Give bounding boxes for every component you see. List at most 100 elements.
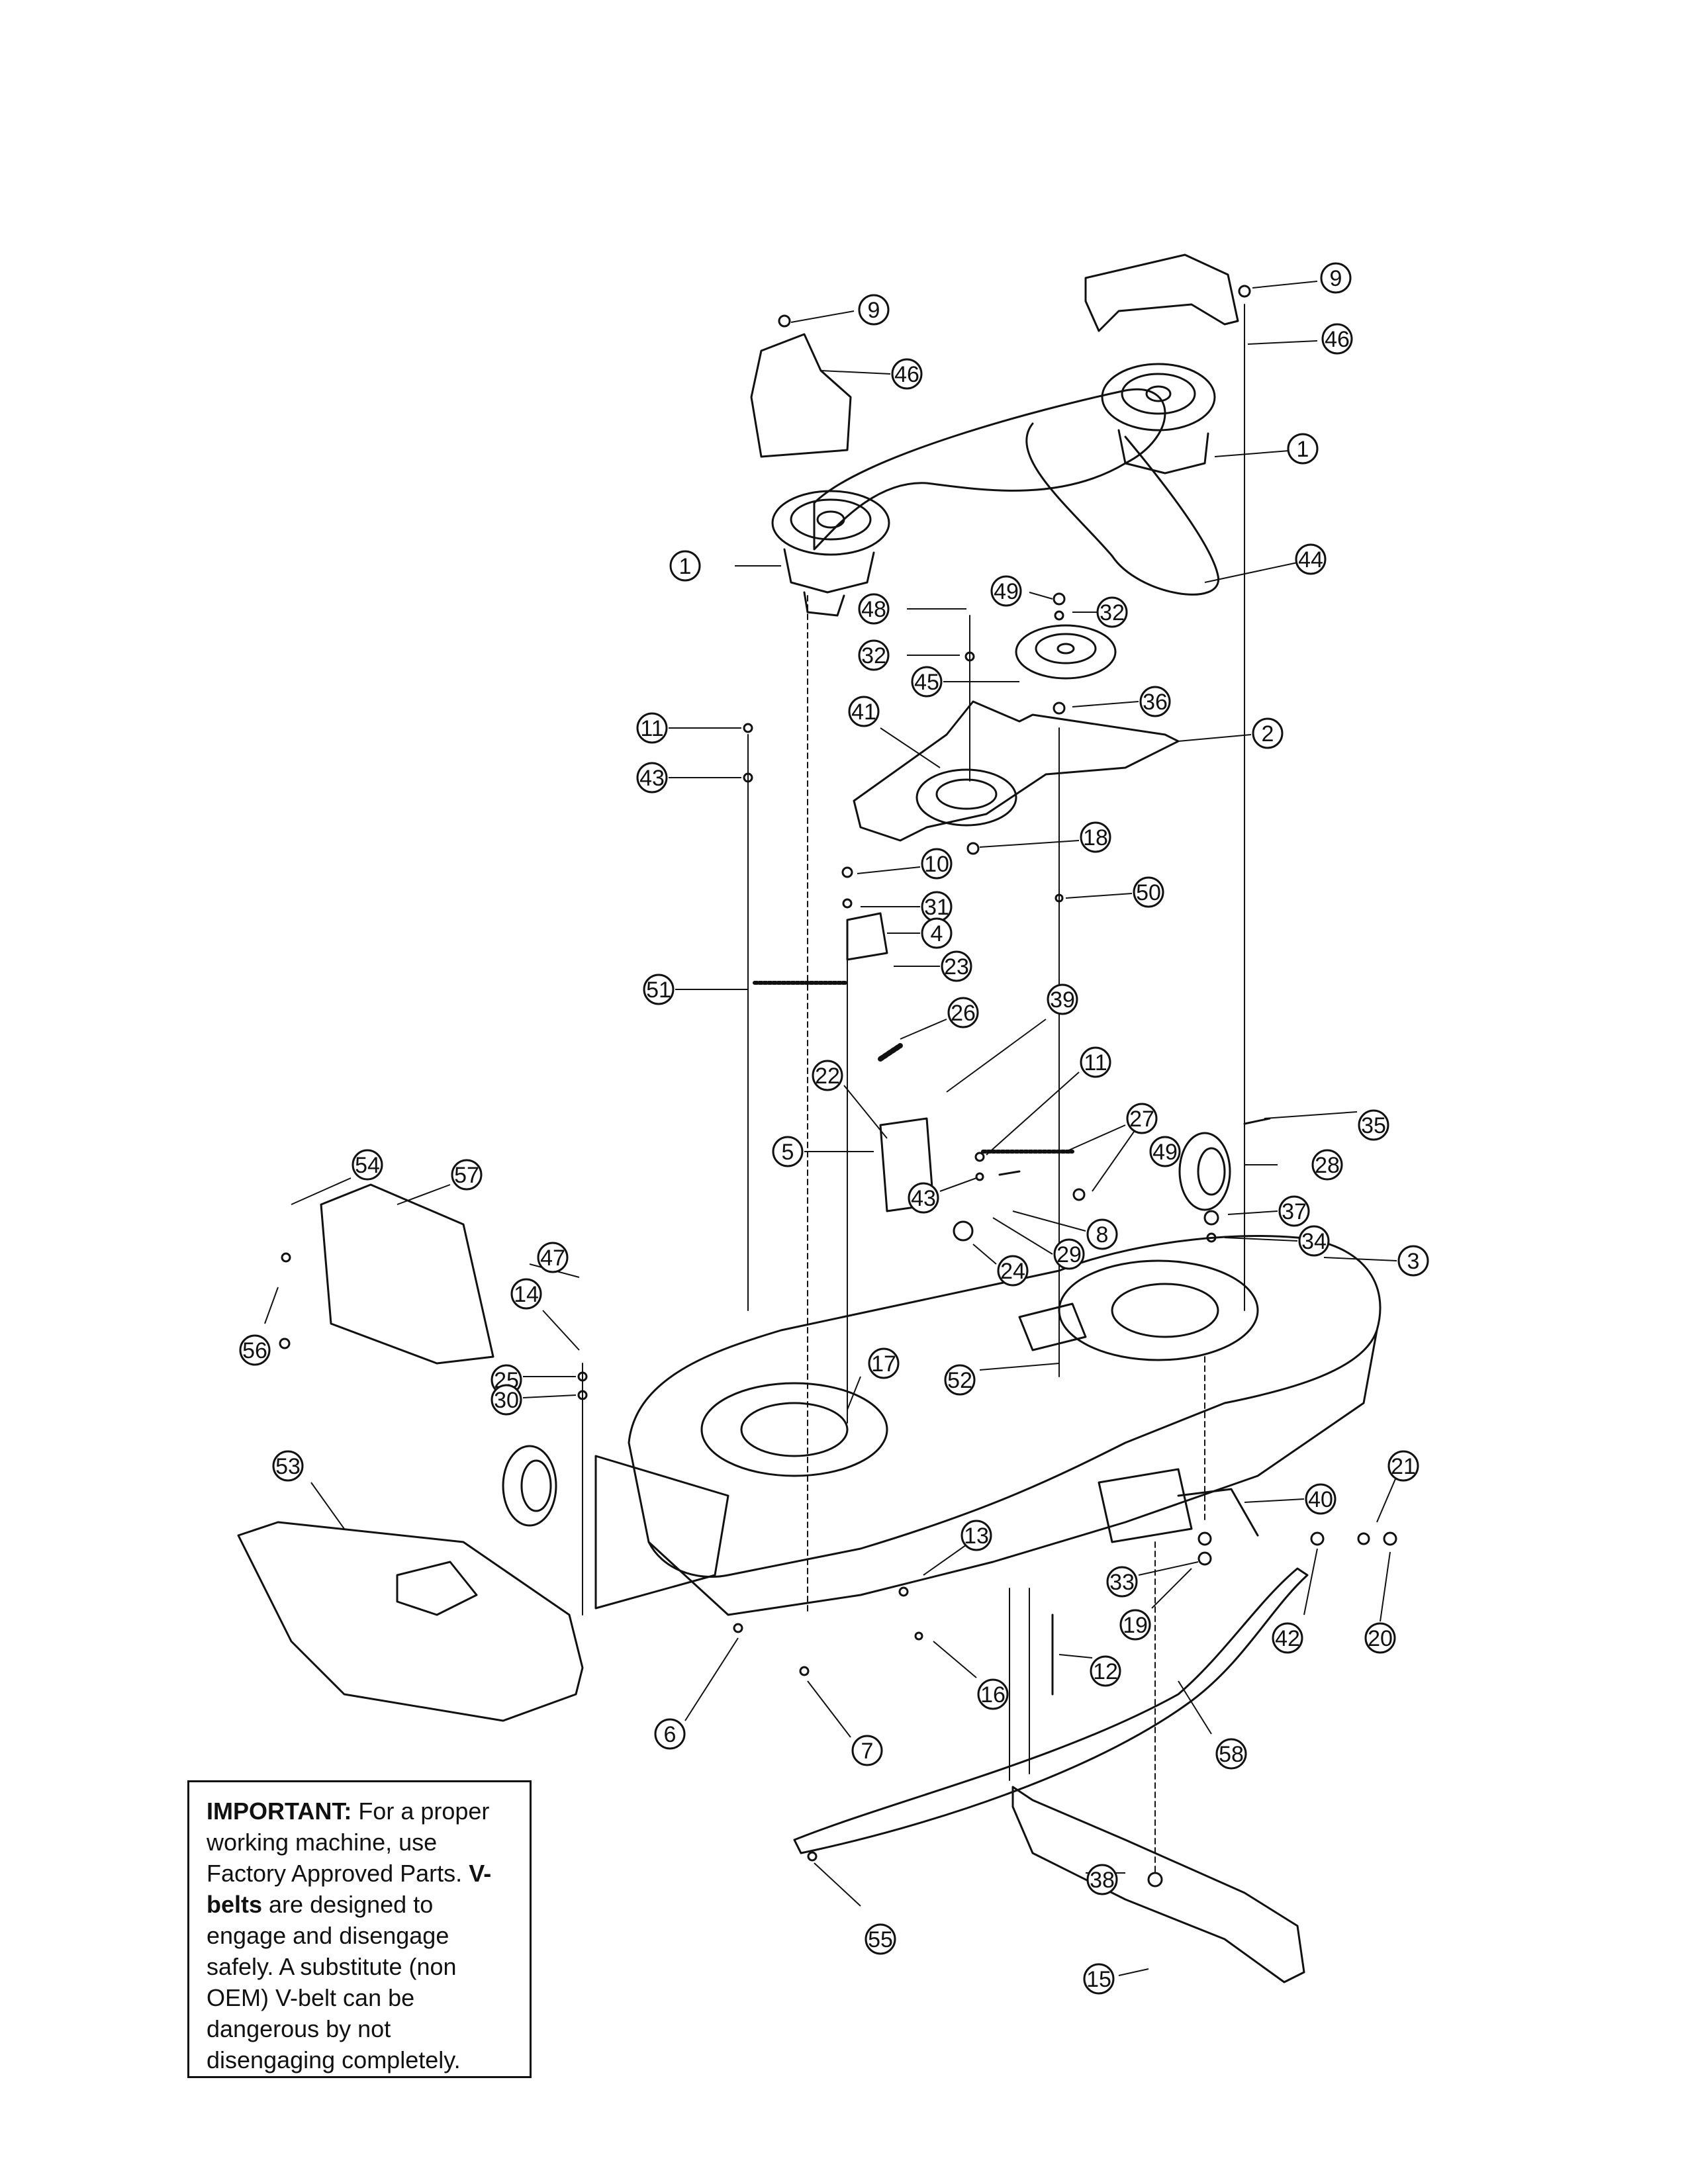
callout-circle [272, 1450, 304, 1482]
callout-circle [1278, 1195, 1310, 1227]
callout-40: 40 [1305, 1483, 1336, 1515]
callout-4: 4 [921, 917, 953, 949]
callout-circle [537, 1242, 569, 1273]
callout-circle [510, 1278, 542, 1310]
callout-7: 7 [851, 1735, 883, 1766]
callout-number: 19 [1123, 1613, 1148, 1638]
vbelts-text: are designed to engage and disengage saf… [207, 1891, 461, 2073]
callout-number: 7 [861, 1739, 874, 1764]
callout-38: 38 [1086, 1864, 1118, 1895]
callout-circle [643, 974, 675, 1005]
callout-number: 26 [951, 1001, 976, 1026]
important-note: IMPORTANT: For a proper working machine,… [187, 1780, 532, 2078]
callout-circle [772, 1136, 804, 1167]
deflector-plate [594, 1455, 729, 1610]
callout-number: 35 [1361, 1113, 1386, 1138]
callout-15: 15 [1083, 1963, 1115, 1995]
callout-number: 23 [944, 954, 969, 979]
callout-number: 42 [1275, 1626, 1300, 1651]
callout-number: 8 [1096, 1222, 1109, 1248]
spring-26 [878, 1043, 903, 1062]
callout-12: 12 [1090, 1655, 1121, 1687]
callout-circle [1272, 1622, 1303, 1654]
callout-number: 31 [924, 895, 949, 920]
callout-circle [1106, 1566, 1138, 1598]
callout-36: 36 [1139, 686, 1171, 717]
callout-circle [1047, 983, 1078, 1015]
callout-circle [1397, 1245, 1429, 1277]
callout-13: 13 [961, 1520, 992, 1551]
callout-number: 9 [1330, 266, 1342, 291]
callout-circle [921, 917, 953, 949]
callout-53: 53 [272, 1450, 304, 1482]
gauge-wheel-left [502, 1445, 557, 1527]
callout-number: 56 [242, 1338, 267, 1363]
callout-50: 50 [1133, 876, 1164, 908]
callout-circle [1320, 262, 1352, 294]
callout-circle [1053, 1238, 1085, 1270]
callout-42: 42 [1272, 1622, 1303, 1654]
spindle-pulley-left [771, 490, 890, 617]
callout-number: 34 [1301, 1229, 1327, 1254]
callout-20: 20 [1364, 1622, 1396, 1654]
callout-23: 23 [941, 950, 972, 982]
callout-number: 45 [914, 670, 939, 695]
callout-56: 56 [239, 1334, 271, 1366]
callout-49b: 49 [1149, 1136, 1181, 1167]
callout-number: 36 [1143, 690, 1168, 715]
callout-circle [1149, 1136, 1181, 1167]
callout-number: 20 [1368, 1626, 1393, 1651]
callout-number: 5 [782, 1140, 794, 1165]
callout-circle [997, 1255, 1029, 1287]
bracket-52 [1018, 1302, 1087, 1351]
callout-19: 19 [1119, 1609, 1151, 1641]
callout-circle [1321, 323, 1353, 355]
callout-circle [491, 1384, 522, 1416]
callout-3: 3 [1397, 1245, 1429, 1277]
callout-circle [1080, 821, 1111, 853]
callout-number: 1 [679, 554, 692, 579]
callout-1a: 1 [1287, 433, 1319, 465]
callout-number: 32 [861, 643, 886, 668]
callout-number: 53 [275, 1454, 301, 1479]
callout-34: 34 [1298, 1225, 1330, 1257]
callout-circle [239, 1334, 271, 1366]
callout-number: 57 [454, 1163, 479, 1188]
callout-circle [1364, 1622, 1396, 1654]
spindle-pulley-right [1101, 363, 1216, 475]
callout-11b: 11 [1080, 1046, 1111, 1078]
deck-skirt [647, 1329, 1378, 1616]
callout-number: 18 [1083, 825, 1108, 850]
callout-32a: 32 [1096, 596, 1128, 628]
callout-number: 46 [1325, 327, 1350, 352]
callout-number: 58 [1219, 1742, 1244, 1767]
callout-37: 37 [1278, 1195, 1310, 1227]
callout-55: 55 [865, 1923, 896, 1955]
callout-number: 51 [646, 978, 671, 1003]
callout-circle [654, 1718, 686, 1750]
callout-circle [669, 550, 701, 582]
callout-number: 29 [1056, 1242, 1082, 1267]
callout-circle [977, 1678, 1009, 1710]
callout-number: 43 [639, 766, 665, 791]
callout-58: 58 [1215, 1738, 1247, 1770]
callout-circle [1126, 1103, 1158, 1134]
callout-number: 43 [911, 1186, 936, 1211]
callout-number: 54 [355, 1153, 380, 1178]
callout-46a: 46 [891, 358, 923, 390]
callout-33: 33 [1106, 1566, 1138, 1598]
callout-number: 48 [861, 597, 886, 622]
callout-number: 52 [947, 1368, 972, 1393]
mulch-cover [320, 1183, 494, 1365]
callout-number: 16 [980, 1682, 1006, 1707]
callout-circle [1387, 1450, 1419, 1482]
callout-circle [911, 666, 943, 698]
callout-16: 16 [977, 1678, 1009, 1710]
callout-1b: 1 [669, 550, 701, 582]
callout-number: 46 [894, 362, 919, 387]
callout-number: 3 [1407, 1249, 1420, 1274]
callout-52: 52 [944, 1364, 976, 1396]
callout-43b: 43 [908, 1182, 939, 1214]
callout-9b: 9 [1320, 262, 1352, 294]
callout-circle [941, 950, 972, 982]
